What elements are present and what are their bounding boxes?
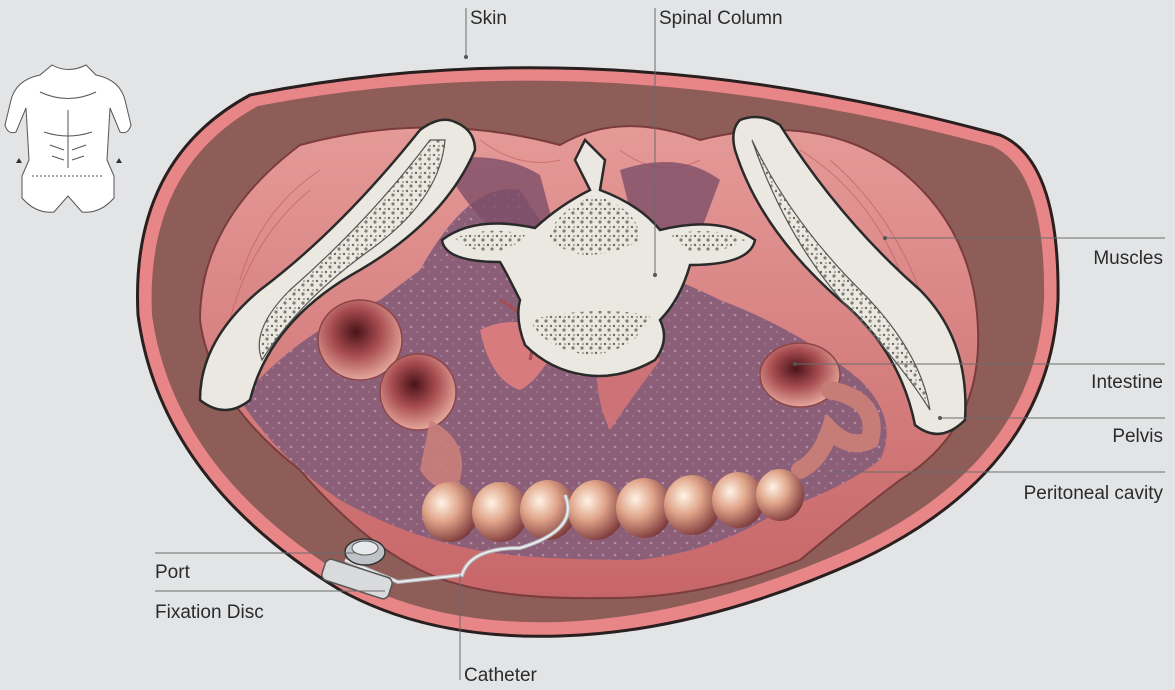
intestine-label: Intestine (1091, 372, 1163, 394)
spinal-column-label: Spinal Column (659, 8, 783, 30)
port-label: Port (155, 562, 190, 584)
torso-pictogram (5, 65, 131, 212)
body-cross-section (138, 68, 1059, 637)
fixation-disc-label: Fixation Disc (155, 602, 264, 624)
peritoneal-cavity-label: Peritoneal cavity (1024, 483, 1163, 505)
skin-label: Skin (470, 8, 507, 30)
catheter-label: Catheter (464, 665, 537, 687)
muscles-label: Muscles (1093, 248, 1163, 270)
pelvis-label: Pelvis (1112, 426, 1163, 448)
